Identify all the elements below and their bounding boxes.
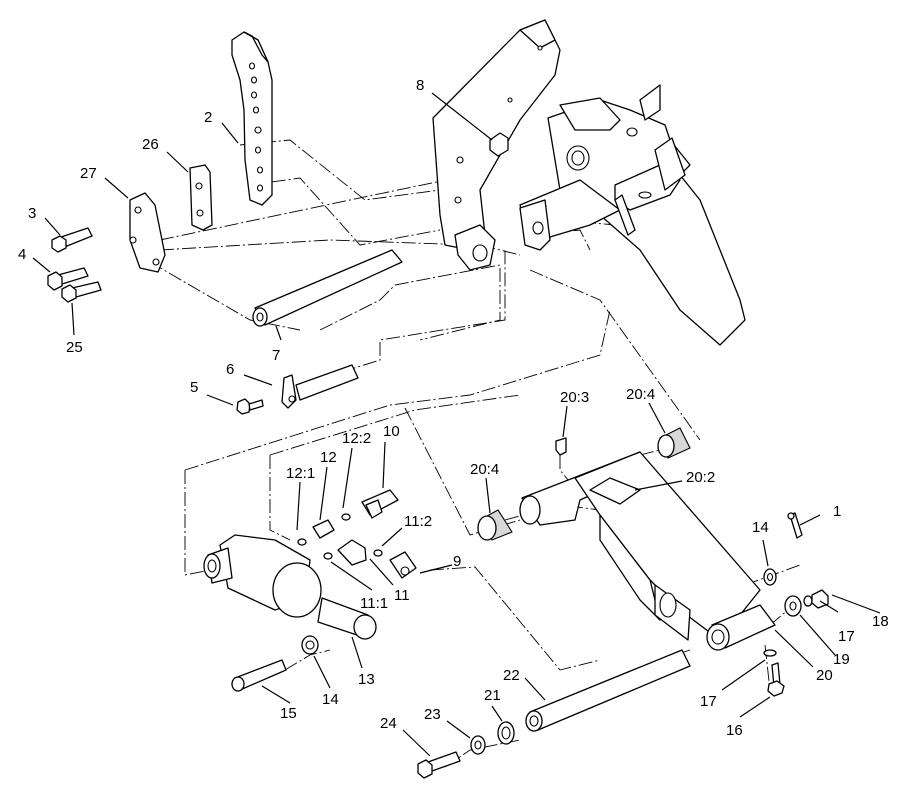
elbow-11 <box>337 539 367 566</box>
shaft-7 <box>252 249 403 327</box>
bushing-20-4-left <box>477 509 513 541</box>
bolt-4 <box>47 267 89 291</box>
callout-20-2: 20:2 <box>686 469 715 486</box>
bolt-24 <box>417 751 461 779</box>
callout-20-4-right: 20:4 <box>626 386 655 403</box>
fitting-9 <box>389 551 417 579</box>
callout-11-2: 11:2 <box>404 513 432 530</box>
nut-8 <box>489 132 509 157</box>
callout-27: 27 <box>80 165 97 182</box>
bolt-25 <box>61 281 102 303</box>
fitting-10 <box>361 489 399 519</box>
grease-fitting-20-3 <box>555 437 567 456</box>
fitting-12 <box>312 519 335 539</box>
callout-18: 18 <box>872 613 889 630</box>
callout-26: 26 <box>142 136 159 153</box>
leader-lines <box>32 92 881 757</box>
callout-13: 13 <box>358 671 375 688</box>
callout-21: 21 <box>484 687 501 704</box>
callout-9: 9 <box>453 553 461 570</box>
callout-12-2: 12:2 <box>342 430 371 447</box>
callout-11-1: 11:1 <box>360 595 388 612</box>
lift-arm-20 <box>519 451 776 651</box>
callout-25: 25 <box>66 339 83 356</box>
callout-14-right: 14 <box>752 519 769 536</box>
callout-11: 11 <box>394 587 410 604</box>
callout-12-1: 12:1 <box>286 465 315 482</box>
callout-20: 20 <box>816 667 833 684</box>
bolt-5 <box>236 398 264 415</box>
washer-21 <box>497 721 515 745</box>
cylinder-13 <box>203 534 377 640</box>
callout-3: 3 <box>28 205 36 222</box>
plate-26 <box>189 164 213 231</box>
callout-14-left: 14 <box>322 691 339 708</box>
bolt-3 <box>51 227 93 253</box>
callout-16: 16 <box>726 722 743 739</box>
callout-19: 19 <box>833 651 850 668</box>
tractor-frame <box>432 19 746 346</box>
callout-12: 12 <box>320 449 337 466</box>
o-ring-11-1 <box>323 552 333 560</box>
washer-14-right <box>763 568 777 586</box>
bolt-18 <box>811 589 829 609</box>
callout-17-right: 17 <box>838 628 855 645</box>
callout-5: 5 <box>190 379 198 396</box>
callout-20-4-left: 20:4 <box>470 461 499 478</box>
fitting-12-1 <box>297 538 307 546</box>
plate-27 <box>129 192 166 273</box>
callout-20-3: 20:3 <box>560 389 589 406</box>
shaft-22 <box>525 649 691 732</box>
bushing-20-4-right <box>657 427 691 459</box>
bolt-16 <box>767 662 785 697</box>
o-ring-11-2 <box>373 549 383 557</box>
callout-23: 23 <box>424 706 441 723</box>
plate-2 <box>231 31 273 206</box>
callout-1: 1 <box>833 503 841 520</box>
pin-6 <box>281 364 359 409</box>
o-ring-12-2 <box>341 513 351 521</box>
callout-22: 22 <box>503 667 520 684</box>
callout-24: 24 <box>380 715 397 732</box>
callout-17-bottom: 17 <box>700 693 717 710</box>
callout-4: 4 <box>18 246 26 263</box>
callout-7: 7 <box>272 347 280 364</box>
callout-10: 10 <box>383 423 400 440</box>
washer-14-left <box>301 635 319 655</box>
callout-2: 2 <box>204 109 212 126</box>
washer-17-bottom <box>763 649 777 657</box>
callout-6: 6 <box>226 361 234 378</box>
washer-23 <box>470 735 486 755</box>
pin-15 <box>231 659 287 692</box>
callout-8: 8 <box>416 77 424 94</box>
cotter-pin-1 <box>787 512 803 539</box>
washer-17-right <box>803 595 813 607</box>
washer-19 <box>784 595 802 617</box>
callout-labels: 1 2 3 4 5 6 7 8 9 10 11 11:1 11:2 12 12:… <box>18 77 889 739</box>
callout-15: 15 <box>280 705 297 722</box>
